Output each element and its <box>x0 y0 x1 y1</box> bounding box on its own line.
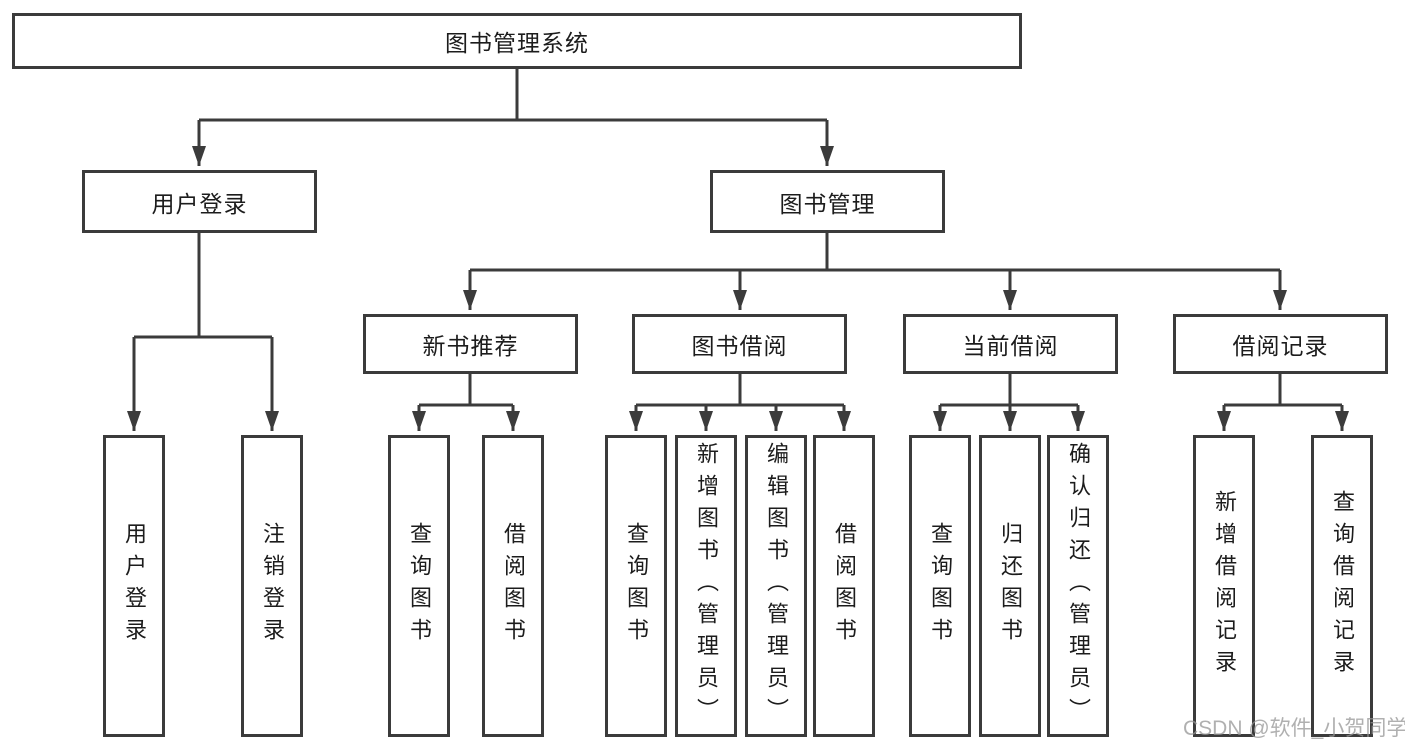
leaf-current-confirm-admin: 确认归还（管理员） <box>1047 435 1109 737</box>
leaf-borrow-add-admin-label: 新增图书（管理员） <box>694 442 719 730</box>
node-user-login-label: 用户登录 <box>151 190 248 217</box>
connector-newbooks-trunk <box>419 374 513 407</box>
leaf-current-return-label: 归还图书 <box>998 522 1023 650</box>
node-book-borrow-label: 图书借阅 <box>691 333 788 359</box>
leaf-current-query: 查询图书 <box>909 435 971 737</box>
leaf-borrow-book-label: 借阅图书 <box>832 522 857 650</box>
node-book-management-label: 图书管理 <box>779 190 876 217</box>
leaf-borrow-query-label: 查询图书 <box>624 522 649 650</box>
leaf-current-query-label: 查询图书 <box>928 522 953 650</box>
leaf-newbooks-borrow: 借阅图书 <box>482 435 544 737</box>
leaf-borrow-edit-admin-label: 编辑图书（管理员） <box>764 442 789 730</box>
leaf-newbooks-query: 查询图书 <box>388 435 450 737</box>
connector-records-trunk <box>1224 374 1342 407</box>
connector-root-trunk <box>199 69 827 122</box>
leaf-borrow-book: 借阅图书 <box>813 435 875 737</box>
node-new-book-recommend-label: 新书推荐 <box>422 333 519 359</box>
leaf-records-query-label: 查询借阅记录 <box>1330 490 1355 682</box>
leaf-borrow-edit-admin: 编辑图书（管理员） <box>745 435 807 737</box>
connector-current-trunk <box>940 374 1078 407</box>
leaf-logout-label: 注销登录 <box>260 522 285 650</box>
node-book-management: 图书管理 <box>710 170 945 233</box>
leaf-borrow-query: 查询图书 <box>605 435 667 737</box>
node-current-borrow: 当前借阅 <box>903 314 1118 374</box>
leaf-user-login-label: 用户登录 <box>122 522 147 650</box>
leaf-newbooks-query-label: 查询图书 <box>407 522 432 650</box>
node-user-login: 用户登录 <box>82 170 317 233</box>
connector-bookmgmt-trunk <box>470 233 1280 272</box>
leaf-current-confirm-admin-label: 确认归还（管理员） <box>1066 442 1091 730</box>
leaf-current-return: 归还图书 <box>979 435 1041 737</box>
node-book-borrow: 图书借阅 <box>632 314 847 374</box>
node-current-borrow-label: 当前借阅 <box>962 333 1059 359</box>
connector-userlogin-trunk <box>134 233 272 339</box>
leaf-user-login: 用户登录 <box>103 435 165 737</box>
node-root: 图书管理系统 <box>12 13 1022 69</box>
node-borrow-records: 借阅记录 <box>1173 314 1388 374</box>
leaf-borrow-add-admin: 新增图书（管理员） <box>675 435 737 737</box>
connector-borrow-trunk <box>636 374 844 407</box>
node-new-book-recommend: 新书推荐 <box>363 314 578 374</box>
leaf-records-add-label: 新增借阅记录 <box>1212 490 1237 682</box>
leaf-records-add: 新增借阅记录 <box>1193 435 1255 737</box>
node-root-label: 图书管理系统 <box>445 30 589 56</box>
leaf-logout: 注销登录 <box>241 435 303 737</box>
node-borrow-records-label: 借阅记录 <box>1232 333 1329 359</box>
leaf-newbooks-borrow-label: 借阅图书 <box>501 522 526 650</box>
leaf-records-query: 查询借阅记录 <box>1311 435 1373 737</box>
